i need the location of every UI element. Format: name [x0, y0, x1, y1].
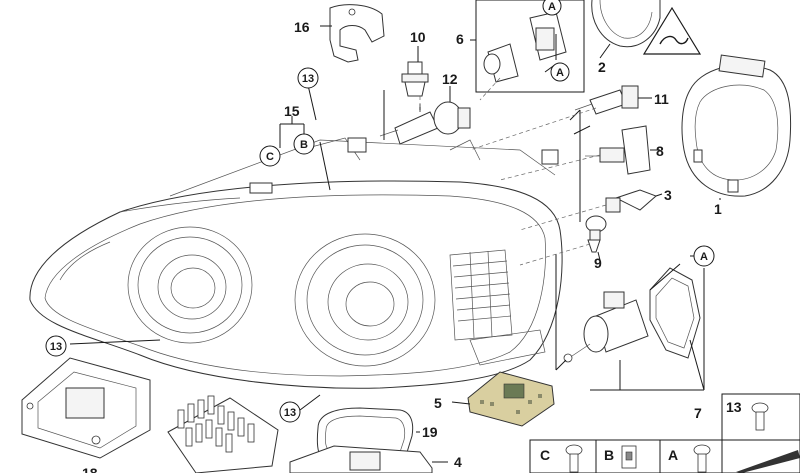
letter-a-top: A [548, 1, 556, 13]
callout-12: 12 [442, 71, 458, 87]
callout-1: 1 [714, 201, 722, 217]
callout-19: 19 [422, 424, 438, 440]
bulb-part-11 [574, 85, 639, 115]
bulb-part-10 [401, 61, 429, 97]
ballast-module-4 [289, 445, 433, 473]
callout-5: 5 [434, 395, 442, 411]
cover-plate-a [649, 267, 701, 359]
circled-letters: C B A A A [259, 0, 715, 267]
screw-icon [565, 444, 583, 473]
callout-2: 2 [598, 59, 606, 75]
key-letter-c: C [540, 447, 550, 463]
indicator-grille [449, 249, 513, 341]
warning-label-icon [642, 6, 702, 55]
dashed-guide-lines [419, 77, 607, 266]
key-table-letters: C B A [540, 447, 678, 463]
callout-13-key: 13 [726, 399, 742, 415]
letter-a-right: A [700, 251, 708, 263]
callout-3: 3 [664, 187, 672, 203]
letter-c-tree: C [266, 151, 274, 163]
callout-18: 18 [82, 465, 98, 473]
key-letter-a: A [668, 447, 678, 463]
callout-numbers: 16 10 12 6 2 11 8 3 1 9 15 5 7 19 4 13 1… [82, 19, 742, 473]
callout-6: 6 [456, 31, 464, 47]
callout-8: 8 [656, 143, 664, 159]
headlight-housing [29, 137, 563, 389]
fastener-key-table [529, 393, 800, 473]
ring-part-1 [681, 54, 792, 197]
callout-13-mid: 13 [284, 407, 296, 419]
screw-icon [751, 402, 769, 431]
callout-7: 7 [694, 405, 702, 421]
parts-box-6 [475, 0, 585, 93]
callout-9: 9 [594, 255, 602, 271]
callout-10: 10 [410, 29, 426, 45]
callout-13-top: 13 [302, 73, 314, 85]
letter-a-small: A [556, 67, 564, 79]
callout-4: 4 [454, 454, 462, 470]
callout-11: 11 [654, 91, 669, 107]
bulb-part-9 [585, 215, 607, 253]
bulb-part-3 [605, 189, 657, 213]
leader-lines [69, 25, 721, 463]
strip-icon [736, 450, 800, 473]
ring-part-2 [591, 0, 661, 48]
igniter-assembly-7 [563, 291, 649, 363]
key-letter-b: B [604, 447, 614, 463]
control-board-5 [467, 371, 555, 427]
callout-15: 15 [284, 103, 300, 119]
socket-part-8 [585, 125, 651, 175]
letter-b-tree: B [300, 139, 308, 151]
screw-icon [693, 444, 711, 473]
heat-sink-part [167, 395, 279, 473]
clip-nut-icon [621, 445, 637, 469]
callout-13-left: 13 [50, 341, 62, 353]
callout-16: 16 [294, 19, 310, 35]
bulb-part-12 [379, 101, 471, 145]
circled-callouts-13: 13 13 13 [45, 67, 319, 423]
control-unit-18 [21, 357, 151, 459]
bracket-part-16 [329, 4, 385, 63]
